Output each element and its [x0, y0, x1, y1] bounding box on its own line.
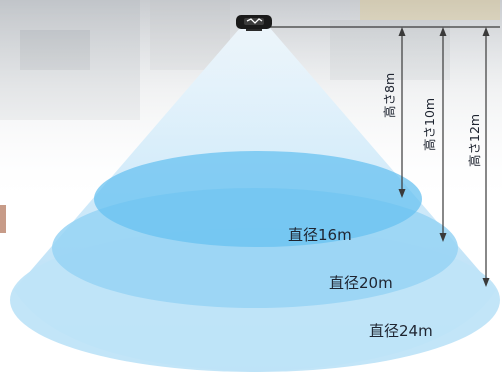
height-label-12m: 高さ12m	[467, 113, 482, 167]
dimension-arrows	[398, 27, 490, 287]
diameter-label-24m: 直径24m	[369, 322, 433, 340]
coverage-ellipse-16m	[94, 151, 422, 247]
diameter-label-16m: 直径16m	[288, 226, 352, 244]
diameter-label-20m: 直径20m	[329, 274, 393, 292]
height-label-8m: 高さ8m	[382, 72, 397, 118]
height-label-10m: 高さ10m	[422, 97, 437, 151]
light-fixture-icon	[236, 15, 272, 31]
